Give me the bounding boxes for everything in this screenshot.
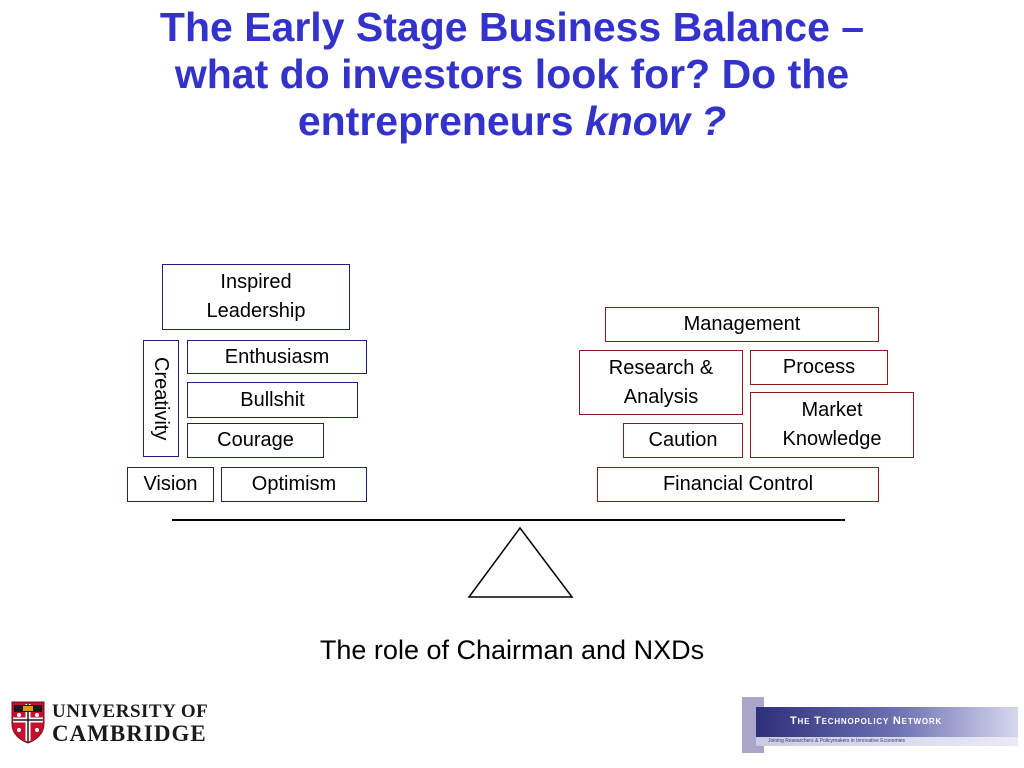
fulcrum-triangle: [467, 526, 574, 598]
box-process: Process: [750, 350, 888, 385]
cambridge-line-1: UNIVERSITY OF: [52, 701, 209, 722]
box-inspired-leadership: Inspired Leadership: [162, 264, 350, 330]
box-vision: Vision: [127, 467, 214, 502]
optimism-label: Optimism: [251, 473, 337, 495]
caution-label: Caution: [648, 429, 718, 451]
technopolicy-logo-band: [756, 707, 1018, 737]
management-label: Management: [683, 313, 801, 335]
cambridge-wordmark: UNIVERSITY OF CAMBRIDGE: [52, 701, 208, 745]
bullshit-label: Bullshit: [240, 388, 305, 411]
cambridge-line-2: CAMBRIDGE: [52, 721, 207, 746]
courage-label: Courage: [217, 429, 294, 451]
process-label: Process: [782, 356, 856, 378]
box-optimism: Optimism: [221, 467, 367, 502]
technopolicy-network-tagline: Joining Researchers & Policymakers in In…: [768, 738, 906, 744]
box-caution: Caution: [623, 423, 743, 458]
financial-control-label: Financial Control: [662, 473, 814, 495]
market-knowledge-line-2: Knowledge: [782, 428, 882, 450]
technopolicy-network-title: The Technopolicy Network: [790, 715, 943, 727]
research-analysis-line-1: Research &: [608, 356, 714, 379]
box-financial-control: Financial Control: [597, 467, 879, 502]
balance-beam: [172, 519, 845, 521]
box-creativity: Creativity: [143, 340, 179, 457]
title-line-2: what do investors look for? Do the: [174, 51, 850, 97]
title-line-3: entrepreneurs know ?: [0, 98, 1024, 145]
cambridge-crest-icon: [11, 701, 45, 744]
box-management: Management: [605, 307, 879, 342]
technopolicy-logo-strip: [756, 737, 1018, 746]
technopolicy-network-logo: The Technopolicy Network Joining Researc…: [742, 697, 1018, 753]
research-analysis-line-2: Analysis: [623, 385, 699, 408]
vision-label: Vision: [143, 473, 198, 495]
market-knowledge-line-1: Market: [801, 399, 863, 421]
creativity-label: Creativity: [150, 356, 172, 441]
inspired-leadership-line-1: Inspired: [220, 271, 292, 293]
title-emphasis: know ?: [584, 98, 727, 144]
title-line-3-main: entrepreneurs: [297, 98, 585, 144]
caption: The role of Chairman and NXDs: [319, 635, 705, 665]
box-market-knowledge: Market Knowledge: [750, 392, 914, 458]
box-research-analysis: Research & Analysis: [579, 350, 743, 415]
inspired-leadership-line-2: Leadership: [206, 300, 306, 322]
box-courage: Courage: [187, 423, 324, 458]
slide-title: The Early Stage Business Balance – what …: [0, 4, 1024, 145]
title-line-1: The Early Stage Business Balance –: [159, 4, 865, 50]
enthusiasm-label: Enthusiasm: [224, 345, 330, 368]
box-enthusiasm: Enthusiasm: [187, 340, 367, 374]
box-bullshit: Bullshit: [187, 382, 358, 418]
